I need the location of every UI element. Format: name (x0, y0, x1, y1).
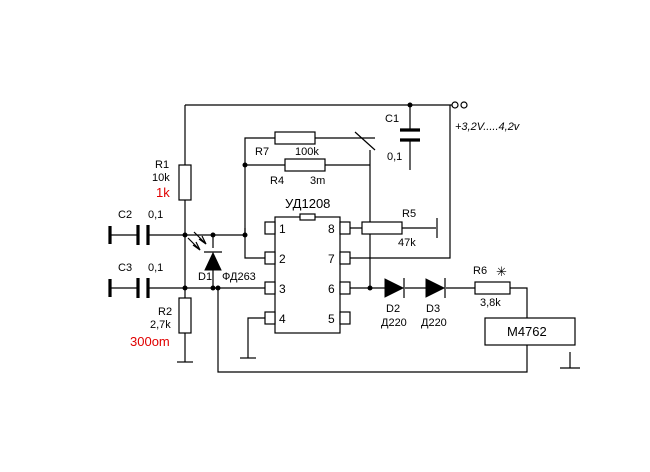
capacitor-c1 (400, 128, 420, 142)
junction (210, 232, 216, 238)
supply-terminal-1 (451, 101, 459, 109)
junction (242, 232, 248, 238)
pin2-wire (244, 228, 265, 259)
light-arrow-icon (193, 231, 207, 245)
r7-trim-line (354, 131, 376, 151)
r4-ref: R4 (270, 175, 284, 187)
c2-ref: C2 (118, 209, 132, 221)
resistor-r4 (284, 158, 326, 172)
r2-value: 2,7k (150, 319, 171, 331)
ic-ref: УД1208 (285, 196, 330, 211)
ic-pin-6: 6 (328, 282, 335, 296)
resistor-r7 (274, 131, 316, 145)
pin7-wire (350, 105, 451, 259)
light-arrow-icon (187, 237, 201, 251)
c3-ref: C3 (118, 262, 132, 274)
r7-rail (244, 137, 375, 235)
junction (407, 102, 413, 108)
supply-label: +3,2V.....4,2v (455, 121, 521, 133)
ground-right (560, 352, 580, 369)
pin4-wire (247, 317, 265, 358)
d2-ref: D2 (386, 303, 400, 315)
junction (182, 232, 188, 238)
capacitor-c3 (108, 278, 150, 298)
r6-value: 3,8k (480, 297, 501, 309)
ic-pin-3: 3 (279, 282, 286, 296)
c1-value: 0,1 (387, 151, 402, 163)
c3-value: 0,1 (148, 262, 163, 274)
d2-value: Д220 (381, 317, 407, 329)
ic-pin-5: 5 (328, 312, 335, 326)
ic-pin-2: 2 (279, 252, 286, 266)
r2-alt-value: 300om (130, 334, 170, 349)
d1-ref: D1 (198, 271, 212, 283)
diode-d3 (425, 278, 446, 298)
meter-label: M4762 (507, 324, 547, 339)
capacitor-c2 (108, 225, 150, 245)
ic-pin-1: 1 (279, 222, 286, 236)
resistor-r5 (361, 221, 403, 235)
r2-ref: R2 (158, 306, 172, 318)
r6-ref: R6 (473, 265, 487, 277)
resistor-r6 (474, 281, 511, 295)
r4-value: 3m (310, 175, 325, 187)
junction (182, 285, 188, 291)
bottom-return (217, 288, 528, 373)
junction (215, 285, 221, 291)
r1-value: 10k (152, 172, 170, 184)
r7-value: 100k (295, 146, 319, 158)
diode-d2 (384, 278, 405, 298)
r1-ref: R1 (155, 159, 169, 171)
junctions (182, 102, 413, 291)
d3-value: Д220 (421, 317, 447, 329)
junction (367, 285, 373, 291)
ic-pin-8: 8 (328, 222, 335, 236)
r6-mark: ✳ (496, 264, 507, 279)
junction (210, 285, 216, 291)
d1-value: ФД263 (222, 271, 256, 283)
ic-ud1208: 1 2 3 4 5 6 7 8 (264, 213, 351, 334)
d3-ref: D3 (426, 303, 440, 315)
r7-ref: R7 (255, 146, 269, 158)
r5-value: 47k (398, 237, 416, 249)
ic-pin-7: 7 (328, 252, 335, 266)
r1-alt-value: 1k (156, 185, 170, 200)
c2-value: 0,1 (148, 209, 163, 221)
resistor-r1 (178, 164, 192, 201)
c1-ref: C1 (385, 113, 399, 125)
resistor-r2 (178, 297, 192, 334)
r5-ref: R5 (402, 208, 416, 220)
photodiode-d1 (187, 231, 222, 271)
ic-pin-4: 4 (279, 312, 286, 326)
junction (242, 162, 248, 168)
meter-m4762 (484, 317, 576, 346)
supply-terminal-2 (460, 101, 468, 109)
